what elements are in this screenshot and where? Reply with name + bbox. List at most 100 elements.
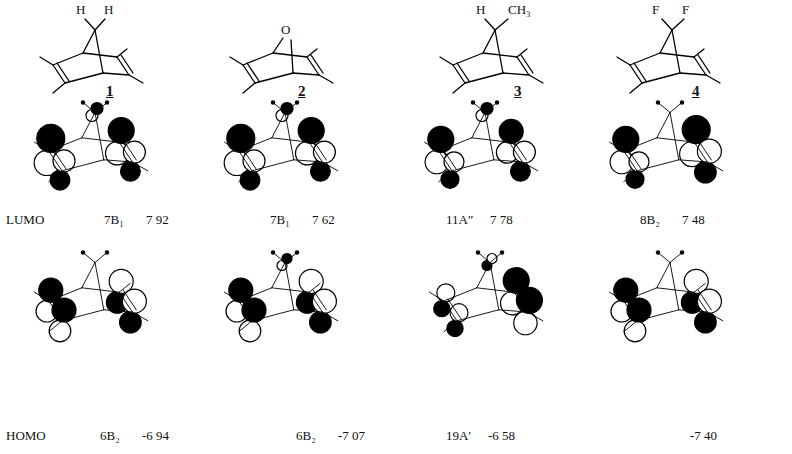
bond-line xyxy=(272,113,285,138)
bond-line xyxy=(273,38,283,53)
bond-line xyxy=(95,19,105,30)
orbital-name: LUMO xyxy=(6,212,44,227)
bond-line xyxy=(83,30,95,53)
bond-line xyxy=(309,283,320,292)
bond-line xyxy=(62,310,104,321)
bond-line xyxy=(658,103,670,113)
bond-line xyxy=(95,113,104,160)
bond-line xyxy=(490,263,499,310)
bond-line xyxy=(444,301,457,321)
bond-line xyxy=(698,140,711,160)
bond-line xyxy=(294,310,323,312)
bond-line xyxy=(448,299,461,319)
bond-line xyxy=(95,263,104,310)
bond-line xyxy=(443,149,456,169)
atom-label: F xyxy=(682,2,689,17)
orbital-name: HOMO xyxy=(6,428,46,443)
bond-line xyxy=(239,301,252,321)
bond-line xyxy=(642,73,680,83)
bond-line xyxy=(439,171,452,182)
bond-line xyxy=(624,171,637,182)
bond-line xyxy=(527,312,542,321)
bond-line xyxy=(85,19,95,30)
bond-line xyxy=(119,283,130,292)
bond-line xyxy=(624,321,637,332)
bond-line xyxy=(672,30,680,73)
orbital-lobe xyxy=(227,124,255,152)
bond-line xyxy=(517,49,527,57)
orbital-lobe xyxy=(91,103,103,115)
bond-line xyxy=(273,253,285,263)
bond-line xyxy=(483,30,495,53)
bond-line xyxy=(706,75,720,83)
bond-line xyxy=(313,140,326,160)
bond-line xyxy=(522,162,537,171)
atom-label: O xyxy=(281,22,290,37)
bond-line xyxy=(495,30,503,73)
energy-value: 7 62 xyxy=(312,212,335,227)
bond-line xyxy=(477,263,490,288)
bond-line xyxy=(670,253,682,263)
orbital-lobe xyxy=(49,320,71,342)
bond-line xyxy=(95,103,107,113)
atom-dot xyxy=(105,250,109,254)
symmetry-label: 11A″ xyxy=(446,212,473,227)
bond-line xyxy=(670,103,682,113)
orbital-lobe xyxy=(120,311,142,333)
energy-value: -7 07 xyxy=(338,428,365,443)
atom-dot xyxy=(680,250,684,254)
bond-line xyxy=(285,103,297,113)
bond-line xyxy=(503,73,529,75)
orbital-lobe xyxy=(516,287,542,313)
bond-line xyxy=(129,75,143,83)
orbital-lobe xyxy=(624,320,646,342)
bond-line xyxy=(630,83,642,93)
bond-line xyxy=(40,57,53,65)
bond-line xyxy=(285,253,297,263)
bond-line xyxy=(285,263,294,310)
bond-line xyxy=(670,263,679,310)
symmetry-label: 6B₂ xyxy=(100,428,120,443)
orbital-lobe xyxy=(298,118,324,144)
bond-line xyxy=(707,162,722,171)
bond-line xyxy=(239,321,252,332)
bond-line xyxy=(82,263,95,288)
bond-line xyxy=(694,49,704,57)
bond-line xyxy=(53,83,65,93)
bond-line xyxy=(658,253,670,263)
bond-line xyxy=(57,63,69,81)
bond-line xyxy=(444,321,457,332)
orbital-lobe xyxy=(697,289,721,313)
symmetry-label: 7B₁ xyxy=(270,212,290,227)
bond-line xyxy=(255,73,293,83)
bond-line xyxy=(123,140,136,160)
bond-line xyxy=(698,290,711,310)
atom-dot xyxy=(81,250,85,254)
symmetry-label: 19A' xyxy=(446,428,471,443)
energy-value: -6 58 xyxy=(488,428,515,443)
bond-line xyxy=(513,140,526,160)
bond-line xyxy=(453,83,465,93)
bond-line xyxy=(309,133,320,142)
bond-line xyxy=(624,138,657,151)
bond-line xyxy=(440,57,453,65)
bond-line xyxy=(657,113,670,138)
orbital-lobe xyxy=(613,126,639,152)
bond-line xyxy=(672,19,684,30)
compound-number: 3 xyxy=(514,84,522,99)
bond-line xyxy=(694,133,705,142)
bond-line xyxy=(309,292,322,312)
atom-dot xyxy=(81,100,85,104)
bond-line xyxy=(610,292,624,301)
bond-line xyxy=(239,288,272,301)
bond-line xyxy=(273,53,307,57)
orbital-lobe xyxy=(240,170,260,190)
bond-line xyxy=(509,142,522,162)
atom-label: CH₃ xyxy=(508,2,531,17)
bond-line xyxy=(517,57,529,75)
bond-line xyxy=(247,63,259,81)
atom-dot xyxy=(295,250,299,254)
bond-line xyxy=(35,142,49,151)
bond-line xyxy=(239,138,272,151)
